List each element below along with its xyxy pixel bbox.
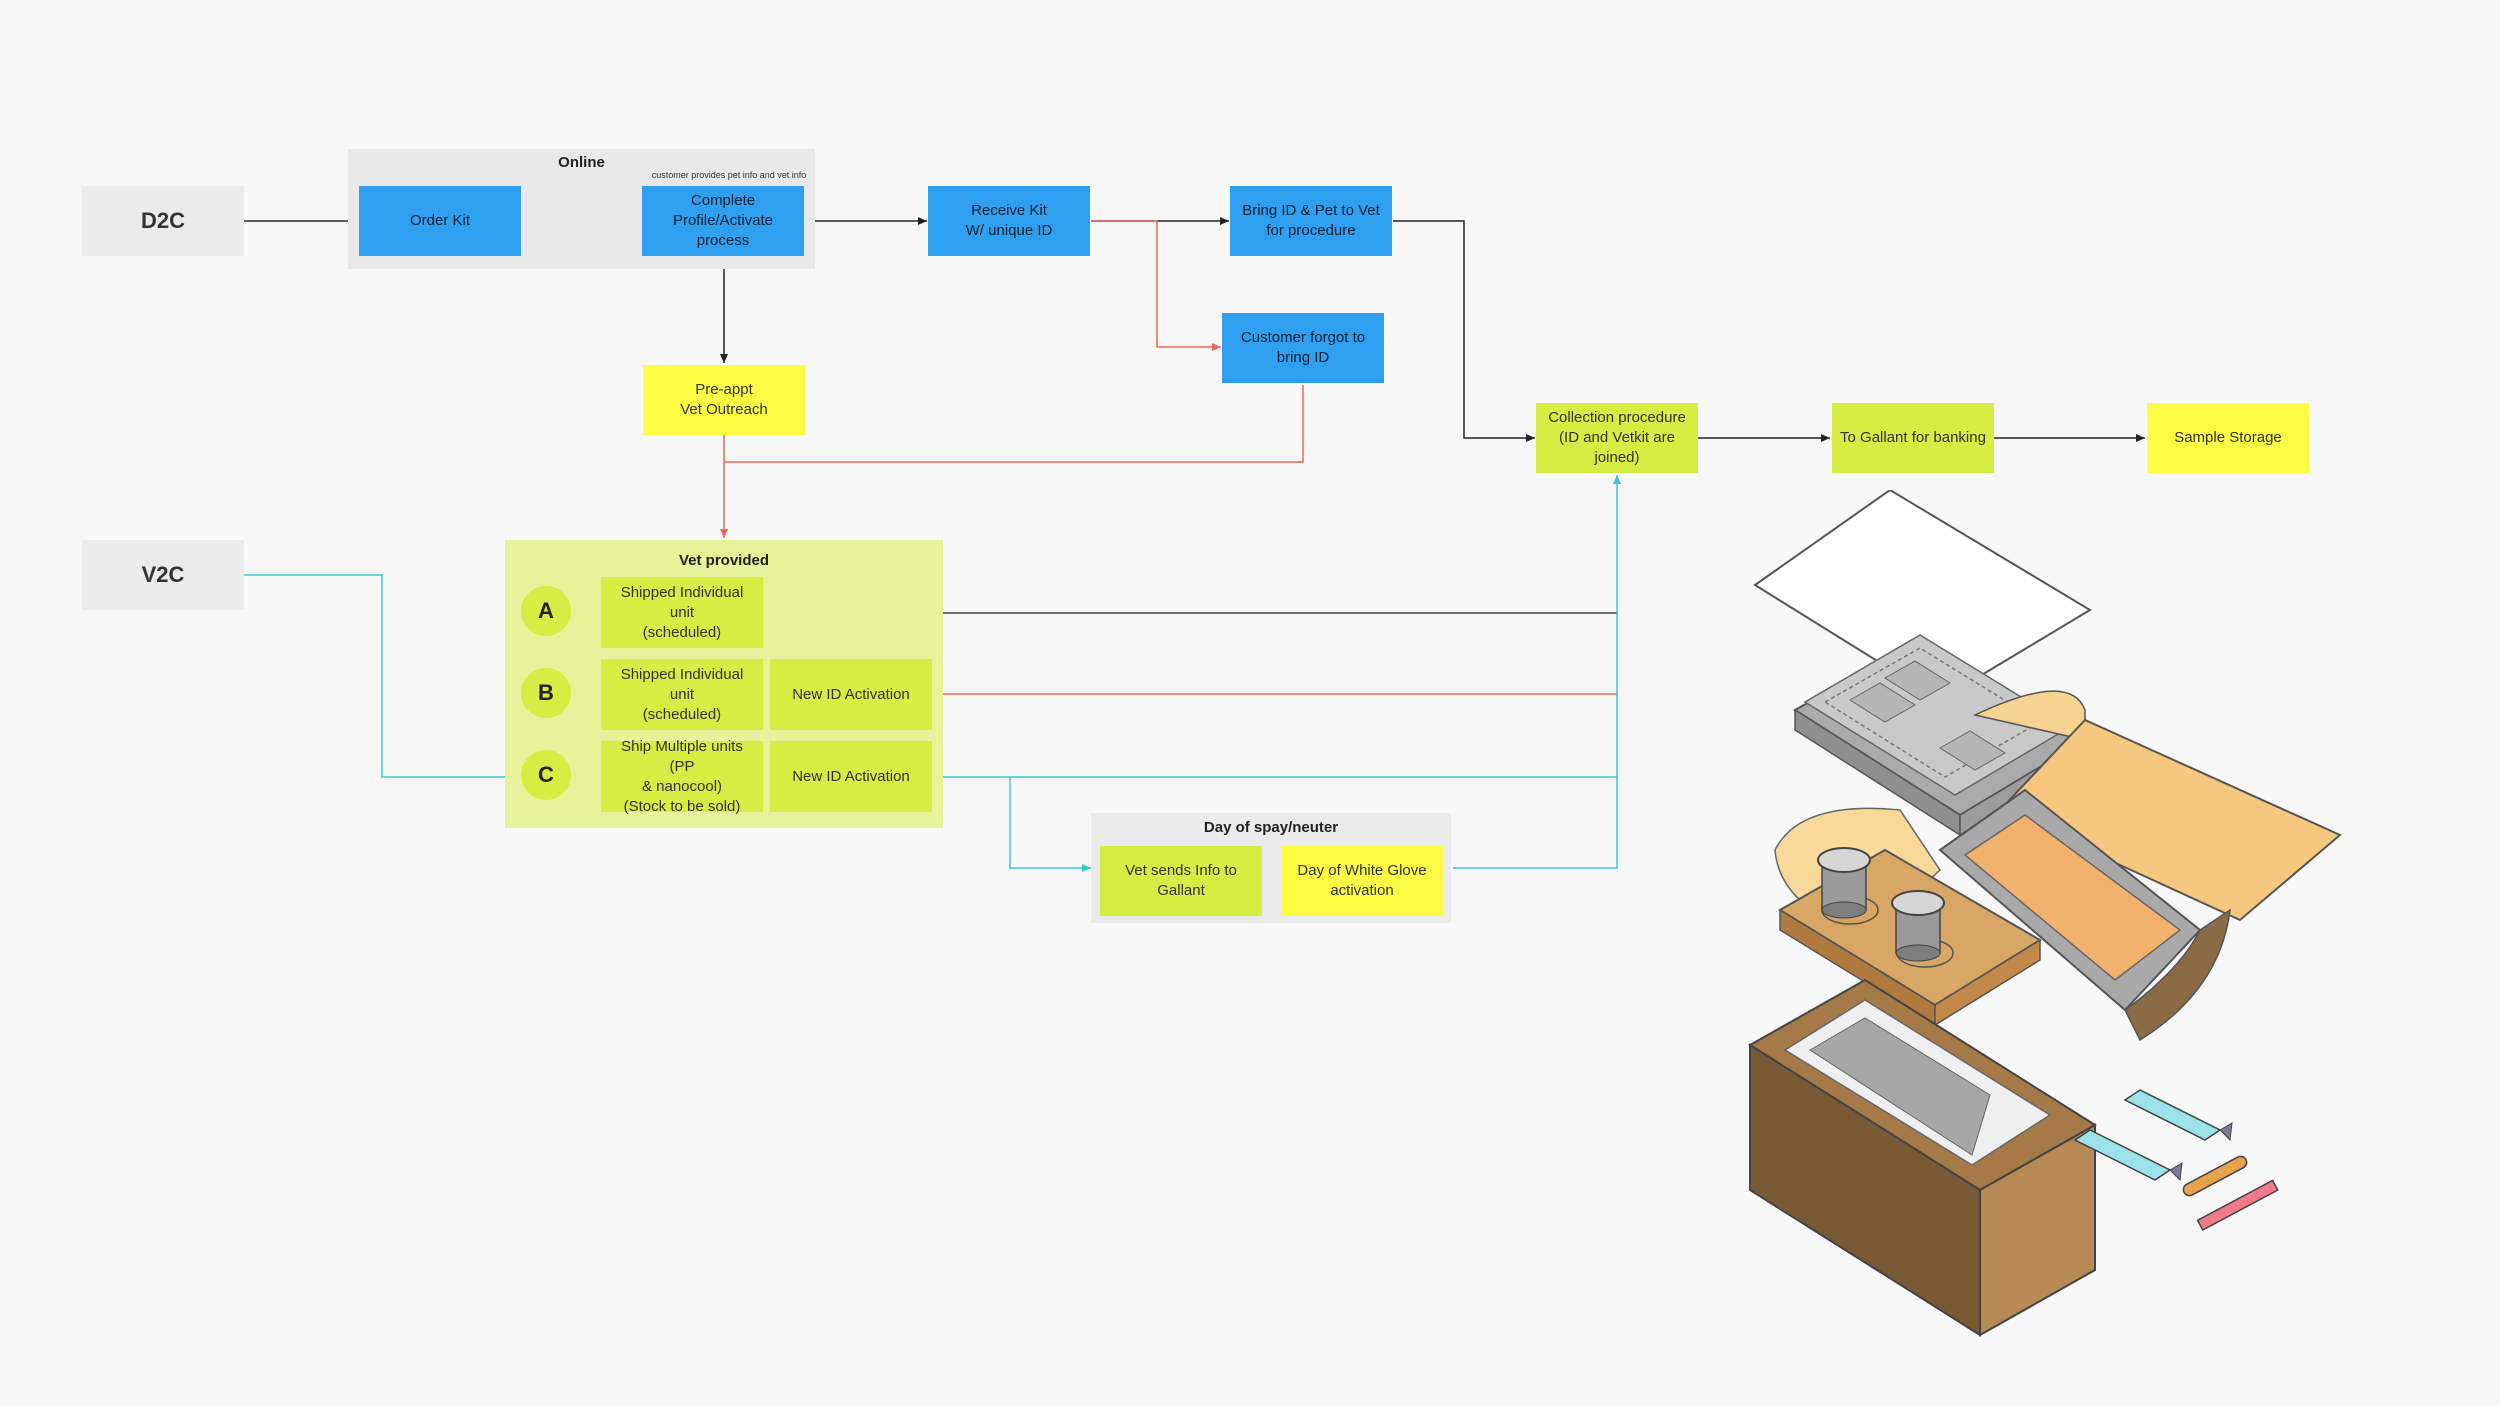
node-to-gallant[interactable]: To Gallant for banking [1832, 403, 1994, 473]
lane-v2c[interactable]: V2C [82, 540, 244, 610]
edge-v2c-c [244, 574, 521, 781]
node-c-ship-multiple[interactable]: Ship Multiple units (PP & nanocool) (Sto… [601, 738, 763, 815]
node-b-activation[interactable]: New ID Activation [770, 659, 932, 730]
node-complete-profile[interactable]: Complete Profile/Activate process [642, 186, 804, 256]
node-vet-sends[interactable]: Vet sends Info to Gallant [1100, 846, 1262, 916]
group-vet-provided-title: Vet provided [678, 552, 770, 569]
node-collection[interactable]: Collection procedure (ID and Vetkit are … [1536, 403, 1698, 473]
edge-receive-forgot [1091, 220, 1221, 351]
edge-bring-collection [1393, 220, 1535, 442]
edge-whiteglove-collection [1453, 475, 1621, 869]
node-receive-kit[interactable]: Receive Kit W/ unique ID [928, 186, 1090, 256]
node-pre-appt[interactable]: Pre-appt Vet Outreach [643, 365, 805, 435]
lane-d2c[interactable]: D2C [82, 186, 244, 256]
kit-sample-tubes [1817, 847, 1945, 962]
node-white-glove[interactable]: Day of White Glove activation [1281, 846, 1443, 916]
node-a-shipped[interactable]: Shipped Individual unit (scheduled) [601, 577, 763, 648]
node-c-activation[interactable]: New ID Activation [770, 741, 932, 812]
option-b-badge: B [521, 668, 571, 718]
group-online-note: customer provides pet info and vet info [651, 170, 807, 180]
node-bring-id[interactable]: Bring ID & Pet to Vet for procedure [1230, 186, 1392, 256]
edge-c-vetsends [1009, 777, 1091, 872]
node-b-shipped[interactable]: Shipped Individual unit (scheduled) [601, 659, 763, 730]
node-sample-storage[interactable]: Sample Storage [2147, 403, 2309, 473]
edge-forgot-vetprovided [724, 385, 1304, 463]
option-a-badge: A [521, 586, 571, 636]
option-c-badge: C [521, 750, 571, 800]
node-order-kit[interactable]: Order Kit [359, 186, 521, 256]
kit-illustration [1748, 490, 2342, 1337]
group-day-of-title: Day of spay/neuter [1203, 819, 1339, 836]
node-forgot-id[interactable]: Customer forgot to bring ID [1222, 313, 1384, 383]
kit-box [1748, 978, 2097, 1337]
kit-swabs [2073, 1089, 2279, 1232]
group-online-title: Online [558, 154, 605, 171]
